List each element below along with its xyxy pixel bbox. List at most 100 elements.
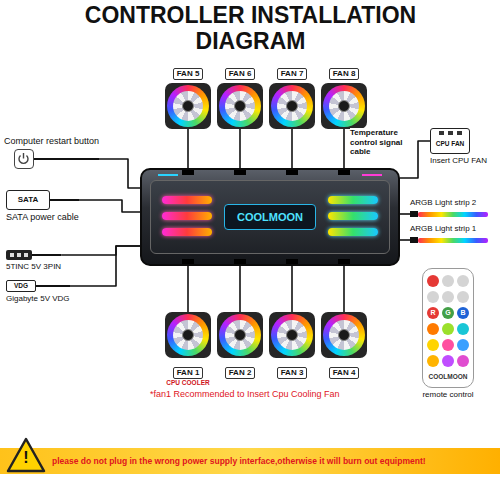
fan-label: FAN 1 — [173, 367, 204, 379]
cable-wire — [400, 239, 410, 241]
cable-stub — [36, 285, 70, 287]
cable-wire — [400, 213, 410, 215]
cable-wire — [343, 266, 345, 312]
remote-button — [457, 323, 469, 335]
part-label: ARGB Light strip 1 — [410, 224, 488, 234]
power-line — [23, 153, 24, 159]
cable-wire — [187, 266, 189, 312]
fan-hub — [182, 329, 194, 341]
remote-button — [457, 339, 469, 351]
remote-button — [427, 323, 439, 335]
port-notch — [338, 170, 350, 175]
argb-row — [410, 211, 488, 217]
part-label: 5TINC 5V 3PIN — [6, 262, 61, 272]
part-label: Computer restart button — [4, 136, 99, 147]
fan-label: FAN 2 — [225, 367, 256, 379]
restart-node: Computer restart button — [4, 136, 99, 169]
remote-node: COOLMOONRGBremote control — [422, 268, 474, 400]
cpu-fan-connector: CPU FAN — [430, 128, 470, 154]
port-notch — [182, 259, 194, 264]
sata-node: SATA SATA power cable — [6, 190, 79, 223]
warning-text: please do not plug in the wrong power su… — [52, 456, 426, 466]
rgb-button: B — [457, 307, 469, 319]
gap — [162, 358, 214, 361]
fan-frame — [165, 312, 211, 358]
argb-row — [410, 237, 488, 243]
cable-wire — [343, 129, 345, 168]
cable-stub — [32, 254, 61, 256]
fanTop-node: FAN 7 — [266, 62, 318, 129]
fan-label: FAN 6 — [225, 68, 256, 80]
remote-button — [442, 323, 454, 335]
remote-button — [442, 339, 454, 351]
argb-plug — [410, 211, 418, 217]
plug-row — [6, 250, 61, 260]
three-pin-plug — [6, 250, 32, 260]
plug-row: VDG — [6, 280, 70, 292]
gap — [318, 358, 370, 361]
edge-group — [61, 129, 430, 312]
part-label: SATA power cable — [6, 212, 79, 223]
accent-line — [362, 174, 382, 176]
rgb-button: G — [442, 307, 454, 319]
warning-mark: ! — [6, 448, 46, 468]
fan-frame — [269, 312, 315, 358]
fanTop-node: FAN 8 — [318, 62, 370, 129]
remote-button — [442, 355, 454, 367]
fan-frame — [269, 83, 315, 129]
fan-label: FAN 3 — [277, 367, 308, 379]
cable-wire — [239, 266, 241, 312]
fan-label: FAN 7 — [277, 68, 308, 80]
remote-button — [427, 275, 439, 287]
rgb-bar — [328, 212, 378, 220]
fan-hub — [338, 329, 350, 341]
pin3-node: 5TINC 5V 3PIN — [6, 250, 61, 272]
brand-text: COOLMOON — [225, 205, 315, 229]
ctrl-node: COOLMOON — [140, 168, 400, 266]
edge-label: Temperature control signal cable — [350, 128, 412, 157]
cable-wire — [61, 246, 140, 255]
cable-wire — [79, 200, 140, 212]
fan-hub — [182, 100, 194, 112]
remote-button — [427, 291, 439, 303]
fanTop-node: FAN 6 — [214, 62, 266, 129]
port-notch — [286, 259, 298, 264]
remote-button — [442, 275, 454, 287]
part-label: Insert CPU FAN — [430, 156, 487, 166]
connector-text: SATA — [7, 191, 49, 208]
power-symbol — [15, 150, 32, 167]
argb-node: ARGB Light strip 2 — [410, 198, 488, 217]
remote-button — [427, 339, 439, 351]
port-notch — [182, 170, 194, 175]
fanBot-node: FAN 3 — [266, 312, 318, 379]
cable-wire — [70, 246, 140, 286]
pin-hole — [24, 253, 28, 257]
fan-hub — [286, 329, 298, 341]
rgb-bar — [162, 196, 212, 204]
fan-frame — [217, 83, 263, 129]
cable-wire — [99, 159, 140, 188]
restart-row — [4, 149, 99, 169]
remote-button — [427, 355, 439, 367]
rgb-bar — [162, 228, 212, 236]
fan-hub — [234, 329, 246, 341]
fan-label: FAN 4 — [329, 367, 360, 379]
gap — [266, 358, 318, 361]
cable-stub — [50, 199, 79, 201]
sata-connector: SATA — [6, 190, 50, 210]
brand-panel: COOLMOON — [224, 204, 316, 230]
vdg-node: VDGGigabyte 5V VDG — [6, 280, 70, 304]
cable-wire — [239, 129, 241, 168]
remote-button — [442, 291, 454, 303]
fanBot-node: FAN 1CPU COOLER — [162, 312, 214, 387]
cable-wire — [187, 129, 189, 168]
port-notch — [234, 170, 246, 175]
fan-label: FAN 8 — [329, 68, 360, 80]
cable-wire — [291, 266, 293, 312]
argb-strip — [418, 238, 488, 243]
port-notch — [234, 259, 246, 264]
connector-pin — [448, 131, 453, 135]
connector-text: VDG — [7, 281, 35, 291]
connector-text: CPU FAN — [431, 139, 469, 148]
fanBot-node: FAN 4 — [318, 312, 370, 379]
